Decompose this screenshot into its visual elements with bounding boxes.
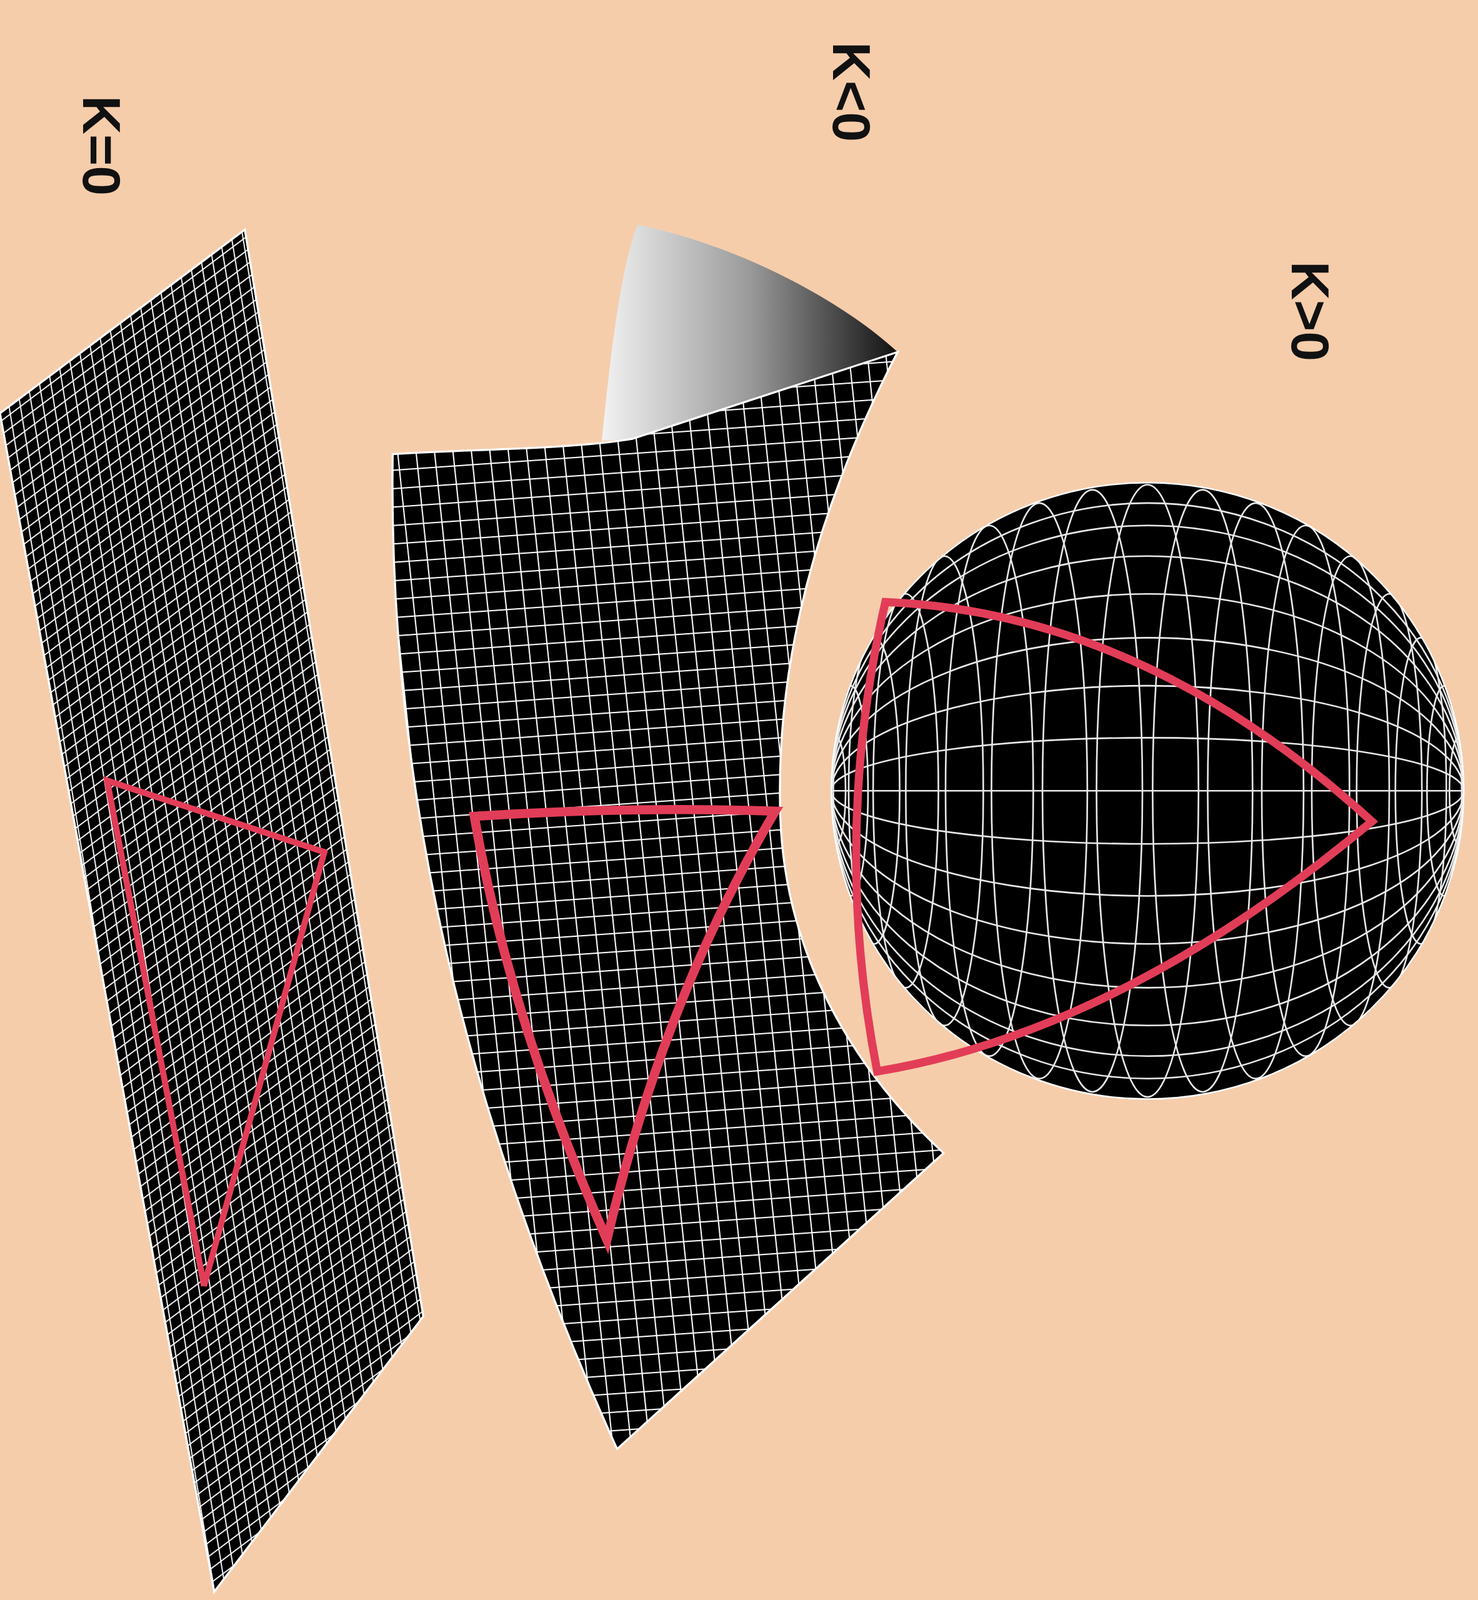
flat-plane	[0, 229, 424, 1592]
sphere-surface	[827, 482, 1469, 1099]
curvature-label: K>0	[1283, 261, 1338, 362]
curvature-label: K=0	[74, 95, 129, 196]
curvature-label: K<0	[824, 41, 879, 142]
